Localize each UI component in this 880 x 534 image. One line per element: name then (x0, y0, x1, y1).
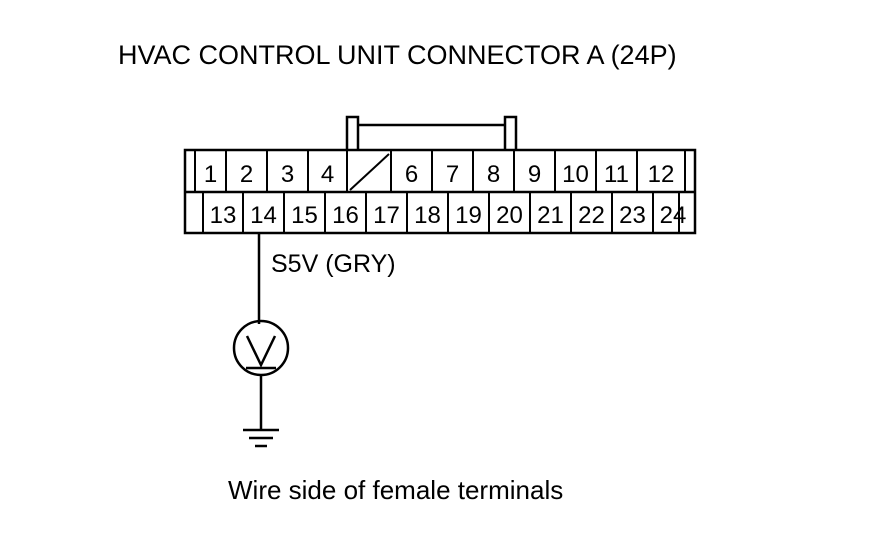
pin-label-11: 11 (604, 161, 629, 188)
pin-label-16: 16 (332, 202, 359, 229)
pin-label-15: 15 (291, 202, 318, 229)
voltmeter-v-glyph (245, 335, 277, 368)
pin-label-2: 2 (240, 161, 253, 188)
diagram-title: HVAC CONTROL UNIT CONNECTOR A (24P) (118, 40, 677, 70)
pin-label-22: 22 (578, 202, 605, 229)
voltmeter-icon (232, 319, 290, 377)
pin-label-17: 17 (373, 202, 400, 229)
pin-label-10: 10 (562, 161, 589, 188)
lock-tab-left (345, 115, 360, 150)
ground-icon (243, 428, 279, 448)
pin-label-21: 21 (537, 202, 564, 229)
pin-label-9: 9 (528, 161, 541, 188)
pin-label-24: 24 (660, 202, 687, 229)
pin-label-7: 7 (446, 161, 459, 188)
diagram-caption: Wire side of female terminals (228, 475, 563, 505)
pin-label-19: 19 (455, 202, 482, 229)
pin-label-6: 6 (405, 161, 418, 188)
bottom-row-separators (242, 192, 654, 233)
pin-label-20: 20 (496, 202, 523, 229)
pin-label-13: 13 (210, 202, 237, 229)
unused-cavity-slash (349, 153, 390, 191)
bottom-row-pins: 13 14 15 16 17 18 19 20 21 22 23 24 (210, 202, 687, 229)
pin-label-18: 18 (414, 202, 441, 229)
pin-label-8: 8 (487, 161, 500, 188)
pin-label-3: 3 (281, 161, 294, 188)
top-row-separators (225, 150, 638, 192)
pin-label-12: 12 (648, 161, 675, 188)
pin-label-23: 23 (619, 202, 646, 229)
pin-label-4: 4 (321, 161, 334, 188)
lock-tab-right (503, 115, 518, 150)
pin-label-14: 14 (250, 202, 277, 229)
wire-label: S5V (GRY) (271, 250, 396, 278)
pin-label-1: 1 (204, 161, 217, 188)
